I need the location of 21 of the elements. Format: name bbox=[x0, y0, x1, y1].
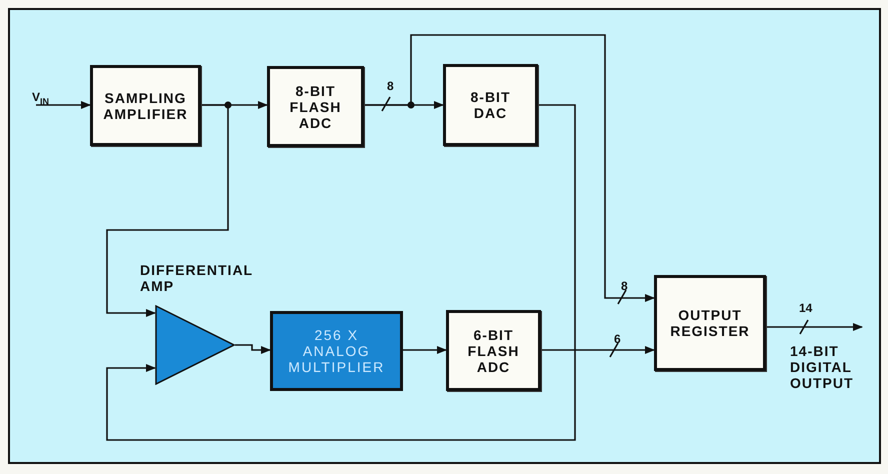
process-box: 8-BIT DAC bbox=[443, 64, 538, 146]
arrow bbox=[235, 344, 271, 354]
arrow bbox=[403, 346, 447, 354]
bus-width-label: 8 bbox=[387, 80, 394, 93]
process-box: SAMPLING AMPLIFIER bbox=[90, 65, 201, 146]
arrow bbox=[766, 323, 863, 331]
arrow bbox=[541, 346, 655, 354]
bus-width-label: 14 bbox=[799, 302, 812, 315]
arrow bbox=[106, 104, 229, 317]
process-box: 256 X ANALOG MULTIPLIER bbox=[270, 311, 403, 391]
process-box: 6-BIT FLASH ADC bbox=[446, 310, 541, 391]
arrow bbox=[36, 101, 91, 109]
process-box: 8-BIT FLASH ADC bbox=[267, 66, 364, 147]
amplifier-label: DIFFERENTIAL AMP bbox=[140, 262, 254, 294]
output-label: 14-BIT DIGITAL OUTPUT bbox=[790, 343, 855, 391]
signal-label: V$_{IN}$ bbox=[32, 91, 50, 108]
arrow bbox=[364, 34, 655, 302]
bus-width-label: 6 bbox=[614, 333, 621, 346]
bus-width-label: 8 bbox=[621, 280, 628, 293]
arrow bbox=[106, 104, 576, 441]
process-box: OUTPUT REGISTER bbox=[654, 275, 766, 371]
